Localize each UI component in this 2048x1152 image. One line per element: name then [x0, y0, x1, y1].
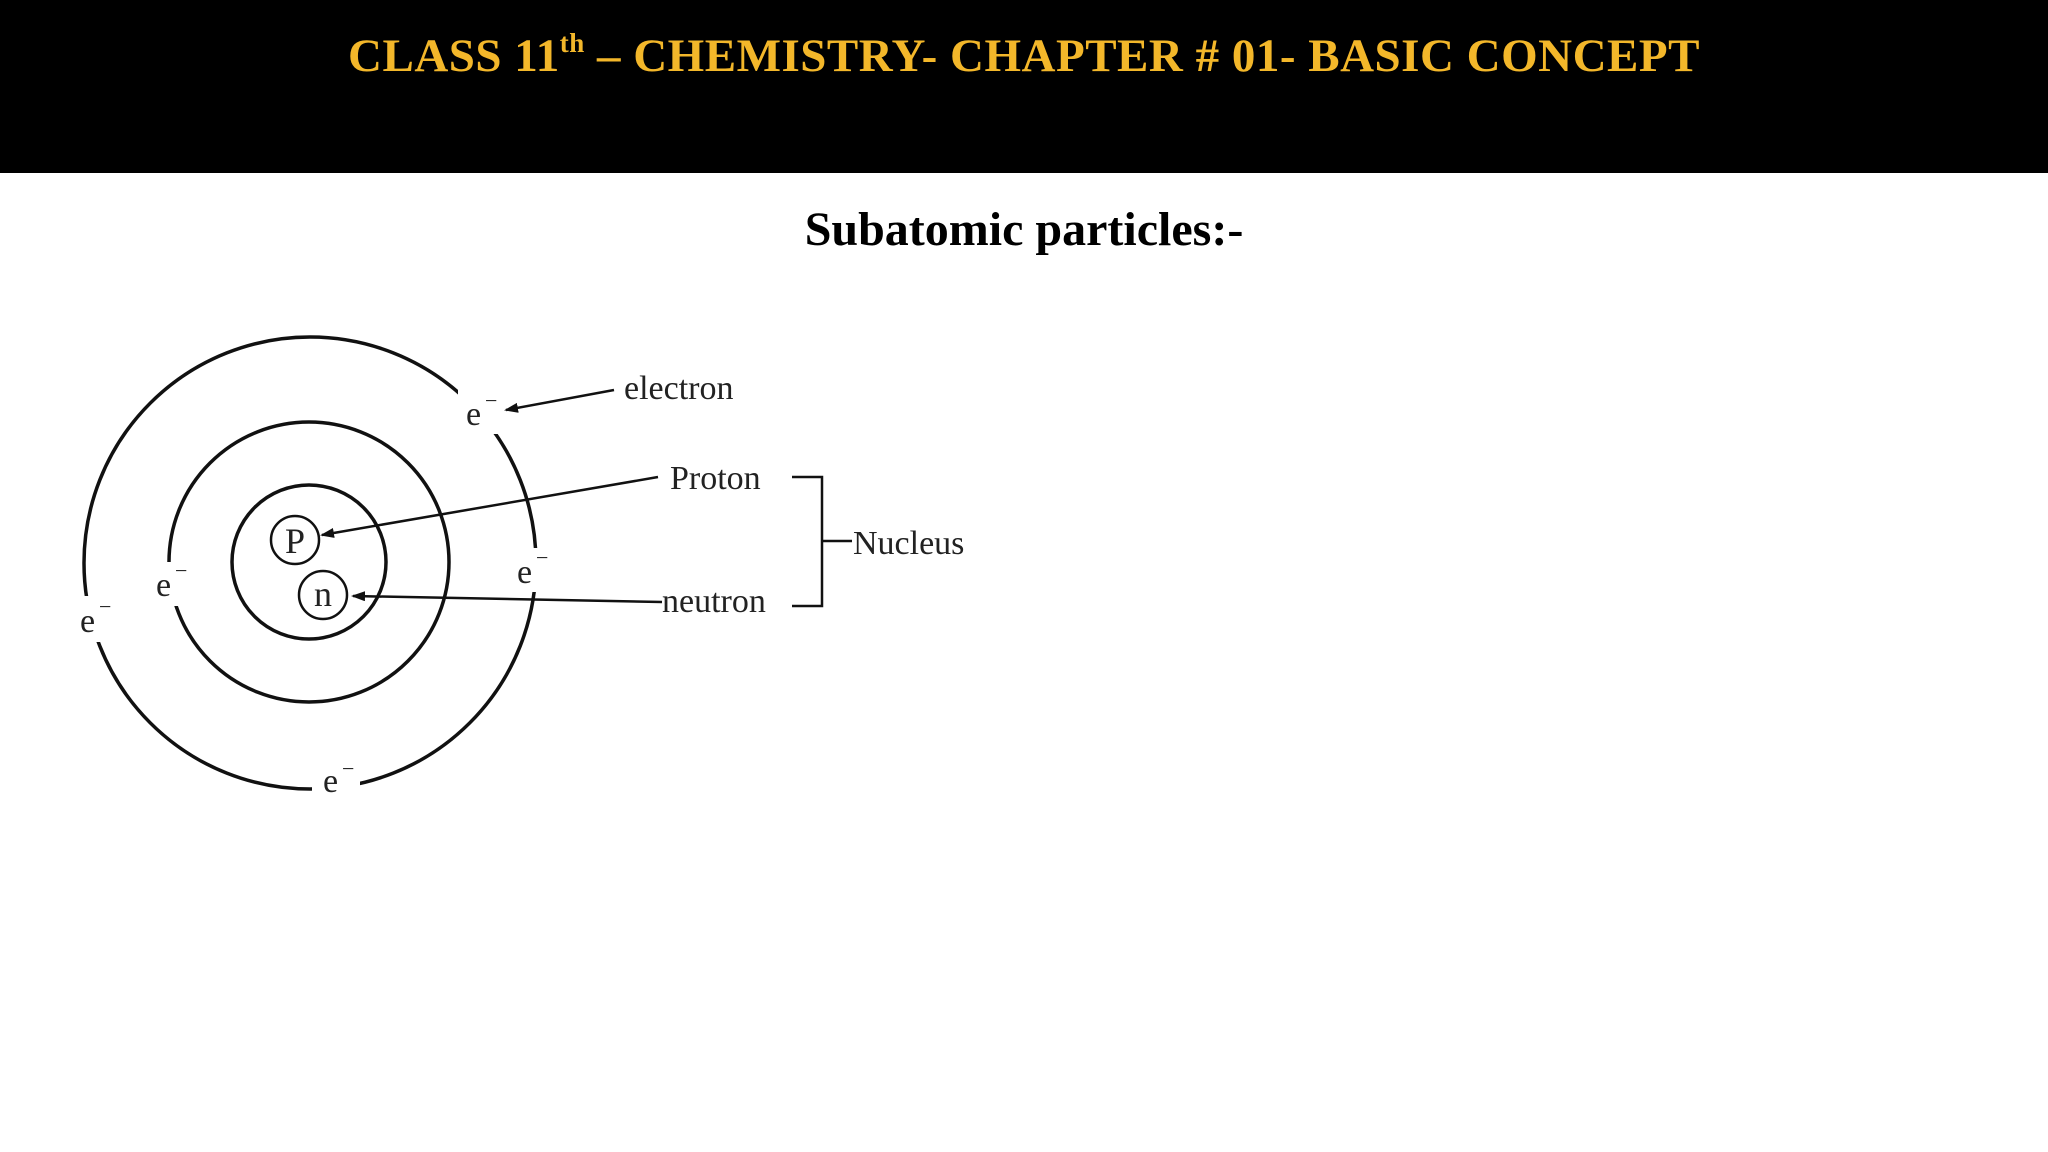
electron-charge: −	[536, 545, 548, 570]
neutron-symbol: n	[314, 574, 332, 614]
electron-symbol: e	[466, 396, 481, 433]
proton-circle	[269, 514, 321, 566]
title-part-2: – CHEMISTRY- CHAPTER # 01- BASIC CONCEPT	[584, 30, 1700, 82]
electron-gap-top	[458, 386, 500, 434]
electron-gap-bottom	[312, 764, 360, 802]
electron-bottom: e −	[323, 756, 354, 800]
electron-symbol: e	[156, 567, 171, 604]
neutron-arrow	[351, 591, 663, 604]
electron-gap-right	[506, 548, 552, 592]
title-part-1: CLASS 11	[348, 30, 560, 82]
slide-heading: Subatomic particles:-	[804, 203, 1244, 256]
proton-arrow	[320, 475, 659, 538]
inner-orbit	[230, 483, 388, 641]
electron-arrow	[504, 388, 615, 413]
electron-gap-left	[148, 562, 198, 606]
nucleus-label: Nucleus	[853, 525, 964, 562]
electron-charge: −	[99, 594, 111, 619]
electron-symbol: e	[80, 603, 95, 640]
electron-top: e −	[466, 388, 497, 433]
slide-title: CLASS 11th – CHEMISTRY- CHAPTER # 01- BA…	[0, 28, 2048, 83]
electron-label: electron	[624, 370, 734, 407]
title-superscript: th	[559, 28, 585, 58]
electron-far-left: e −	[80, 594, 111, 640]
proton-symbol: P	[285, 521, 305, 561]
proton-label: Proton	[670, 460, 761, 497]
electron-symbol: e	[323, 763, 338, 800]
middle-orbit	[167, 420, 451, 704]
electron-left: e −	[156, 558, 187, 604]
neutron-label: neutron	[662, 583, 766, 620]
neutron-circle	[297, 569, 349, 621]
electron-charge: −	[485, 388, 497, 413]
electron-charge: −	[342, 756, 354, 781]
electron-charge: −	[175, 558, 187, 583]
electron-right: e −	[517, 545, 548, 591]
electron-gap-far-left	[70, 596, 114, 642]
nucleus-bracket	[792, 475, 824, 608]
electron-symbol: e	[517, 554, 532, 591]
slide-header: CLASS 11th – CHEMISTRY- CHAPTER # 01- BA…	[0, 0, 2048, 173]
